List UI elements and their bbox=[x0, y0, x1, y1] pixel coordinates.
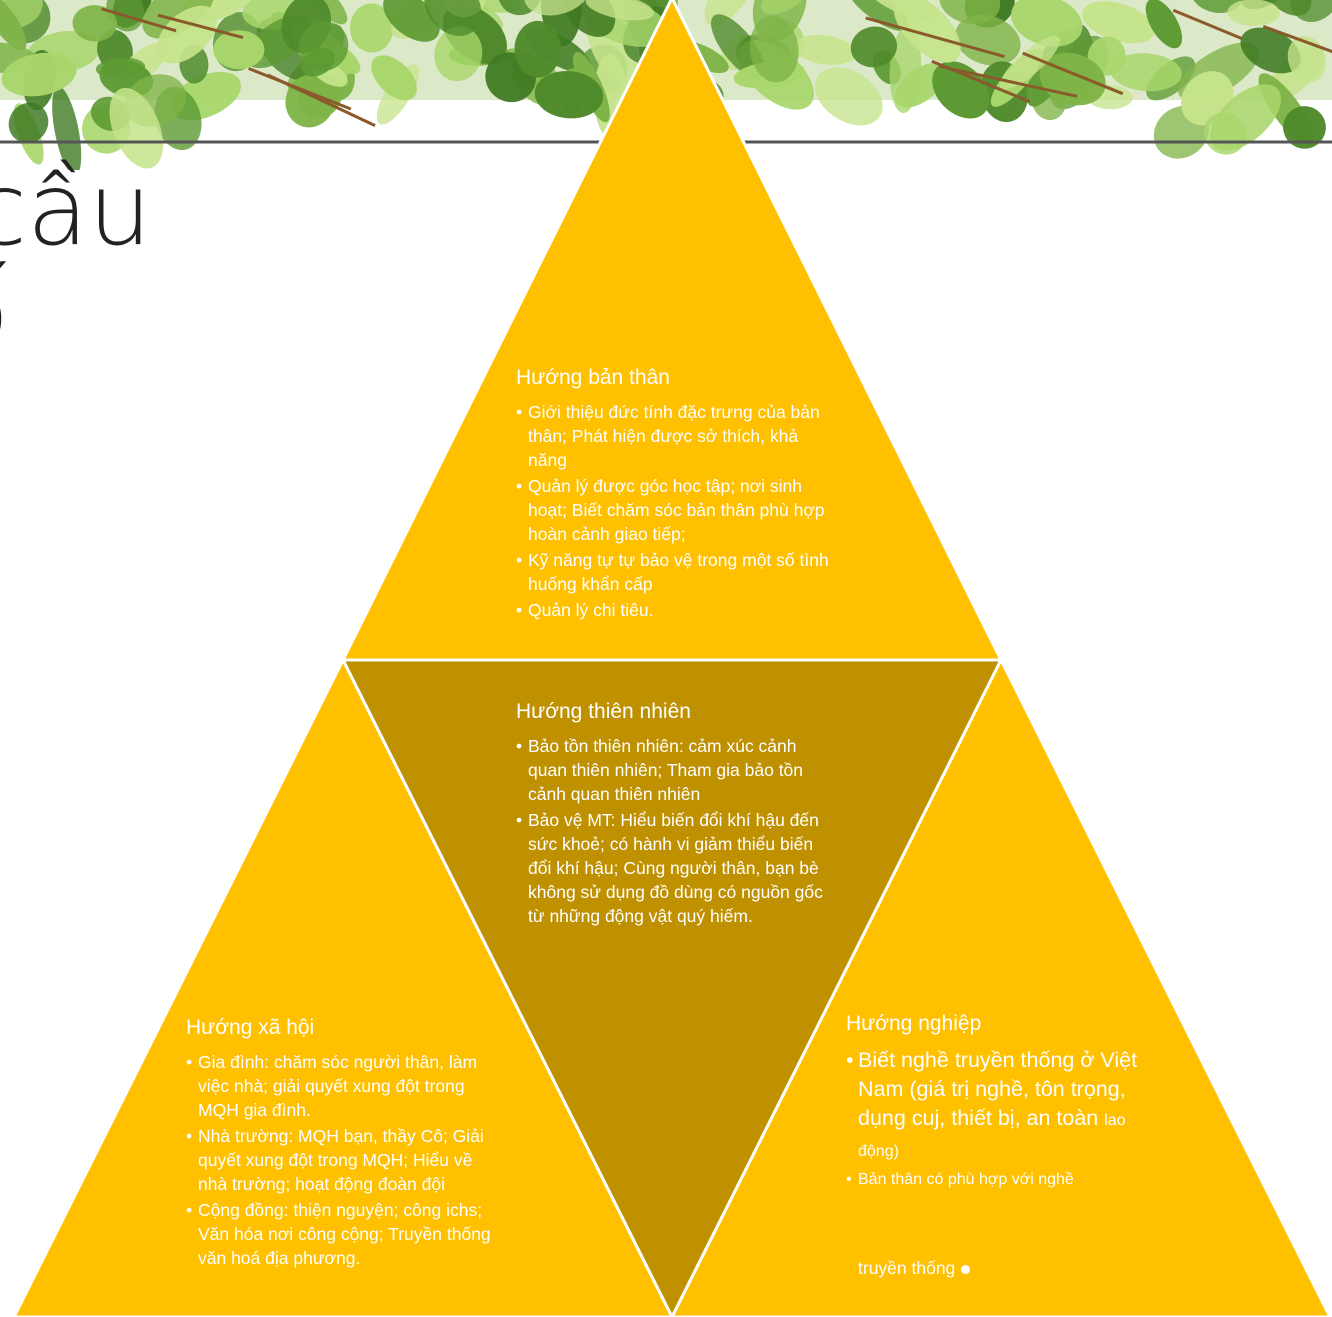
leaf-shape bbox=[585, 0, 655, 21]
leaf-shape bbox=[749, 15, 799, 83]
heading-society: Hướng xã hội bbox=[186, 1016, 315, 1039]
branch-shape bbox=[101, 7, 177, 33]
leaf-shape bbox=[301, 47, 335, 77]
block-self: Hướng bản thân Giới thiệu đức tính đặc t… bbox=[516, 366, 836, 624]
leaf-shape bbox=[1203, 112, 1247, 155]
branch-shape bbox=[1022, 51, 1124, 96]
triangle-right bbox=[670, 656, 1332, 1317]
triangle-left bbox=[12, 656, 674, 1317]
leaf-shape bbox=[1082, 1, 1155, 44]
heading-career: Hướng nghiệp bbox=[846, 1012, 982, 1035]
leaf-shape bbox=[761, 0, 808, 15]
leaf-shape bbox=[846, 0, 909, 32]
leaf-shape bbox=[424, 0, 482, 36]
leaf-shape bbox=[0, 0, 43, 31]
career-item-continuation-text: truyền thống bbox=[858, 1258, 956, 1278]
leaf-icon bbox=[0, 0, 1332, 170]
leaf-shape bbox=[1010, 0, 1083, 47]
heading-self: Hướng bản thân bbox=[516, 366, 670, 389]
list-item: Gia đình: chăm sóc người thân, làm việc … bbox=[186, 1050, 506, 1122]
leaf-shape bbox=[0, 0, 27, 51]
block-nature: Hướng thiên nhiên Bảo tồn thiên nhiên: c… bbox=[516, 700, 834, 930]
branch-shape bbox=[865, 16, 1005, 59]
leaf-shape bbox=[1289, 0, 1332, 22]
branch-shape bbox=[939, 64, 1078, 98]
branch-shape bbox=[267, 73, 376, 127]
leaf-shape bbox=[306, 0, 348, 25]
leaf-shape bbox=[562, 0, 616, 37]
list-item: Cộng đồng: thiện nguyện; công ichs; Văn … bbox=[186, 1198, 506, 1270]
leaf-shape bbox=[213, 30, 265, 70]
list-item: Kỹ năng tự tự bảo vệ trong một số tình h… bbox=[516, 548, 836, 596]
branch-shape bbox=[157, 13, 244, 40]
branch-shape bbox=[1172, 8, 1243, 40]
block-career: Hướng nghiệp Biết nghề truyền thống ở Vi… bbox=[846, 1012, 1164, 1194]
heading-nature: Hướng thiên nhiên bbox=[516, 700, 691, 723]
career-item-tail: lao động) bbox=[858, 1112, 1126, 1160]
leaf-shape bbox=[434, 26, 483, 82]
leaf-shape bbox=[704, 0, 760, 26]
list-item: Bảo vệ MT: Hiểu biến đổi khí hậu đến sức… bbox=[516, 808, 834, 928]
branch-shape bbox=[931, 59, 1031, 104]
leaf-shape bbox=[52, 86, 82, 170]
list-society: Gia đình: chăm sóc người thân, làm việc … bbox=[186, 1050, 506, 1270]
bullet-dot-icon bbox=[961, 1264, 971, 1274]
leaf-shape bbox=[8, 102, 49, 144]
list-self: Giới thiệu đức tính đặc trưng của bản th… bbox=[516, 400, 836, 622]
slide-title-line-1: cầu bbox=[0, 151, 152, 268]
block-society: Hướng xã hội Gia đình: chăm sóc người th… bbox=[186, 1016, 506, 1272]
career-item-main: Biết nghề truyền thống ở Việt Nam (giá t… bbox=[858, 1048, 1138, 1130]
list-item: Nhà trường: MQH bạn, thầy Cô; Giải quyết… bbox=[186, 1124, 506, 1196]
leaf-shape bbox=[939, 0, 1001, 24]
leaf-shape bbox=[955, 14, 1021, 66]
leaf-shape bbox=[1, 52, 77, 97]
leaf-shape bbox=[349, 3, 394, 53]
leaf-shape bbox=[1240, 27, 1301, 74]
leaf-shape bbox=[711, 14, 766, 80]
list-item: Giới thiệu đức tính đặc trưng của bản th… bbox=[516, 400, 836, 472]
list-nature: Bảo tồn thiên nhiên: cảm xúc cảnh quan t… bbox=[516, 734, 834, 928]
leaf-shape bbox=[534, 71, 604, 119]
list-item: Biết nghề truyền thống ở Việt Nam (giá t… bbox=[846, 1046, 1164, 1166]
list-career: Biết nghề truyền thống ở Việt Nam (giá t… bbox=[846, 1046, 1164, 1192]
leaf-shape bbox=[793, 34, 857, 65]
leaf-shape bbox=[1110, 53, 1182, 92]
career-item-continuation: truyền thống bbox=[858, 1258, 971, 1279]
list-item: Bảo tồn thiên nhiên: cảm xúc cảnh quan t… bbox=[516, 734, 834, 806]
leaf-shape bbox=[999, 35, 1060, 90]
leaf-shape bbox=[514, 20, 562, 78]
leaf-shape bbox=[893, 0, 961, 63]
leaf-shape bbox=[1287, 35, 1326, 83]
leaf-shape bbox=[524, 0, 591, 16]
leaf-shape bbox=[109, 87, 164, 169]
leaf-shape bbox=[371, 55, 417, 101]
list-item: Quản lý chi tiêu. bbox=[516, 598, 836, 622]
list-item: Bản thân có phù hợp với nghề bbox=[846, 1168, 1164, 1192]
leaf-shape bbox=[1190, 0, 1244, 13]
leaf-shape bbox=[814, 67, 883, 126]
leaf-shape bbox=[142, 0, 216, 39]
leaf-shape bbox=[1283, 106, 1326, 149]
list-item: Quản lý được góc học tập; nơi sinh hoạt;… bbox=[516, 474, 836, 546]
leaf-shape bbox=[72, 5, 118, 42]
leaf-shape bbox=[1227, 0, 1280, 26]
leaf-shape bbox=[889, 25, 922, 114]
slide-title-line-2: ố bbox=[0, 262, 9, 362]
leaf-shape bbox=[436, 0, 521, 13]
leaf-shape bbox=[1145, 0, 1183, 49]
leaf-shape bbox=[850, 26, 898, 68]
branch-shape bbox=[1262, 24, 1332, 54]
